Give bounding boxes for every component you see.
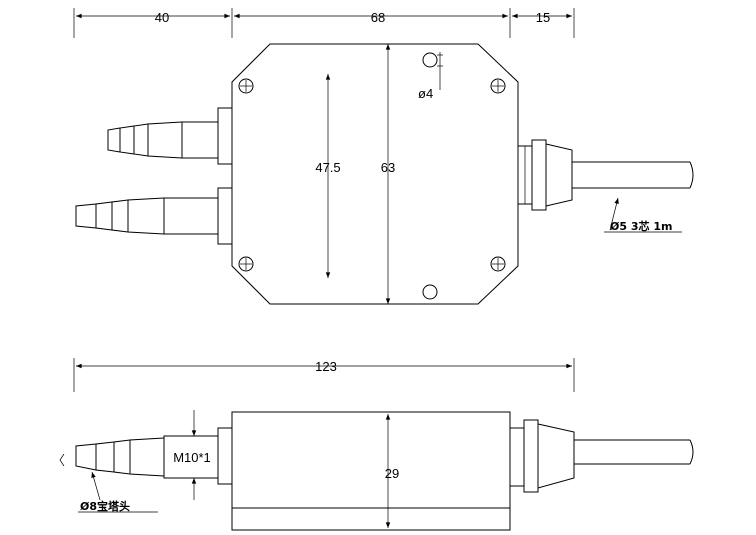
dim-label: 40	[155, 10, 169, 25]
dim-label: 123	[315, 359, 337, 374]
cable	[572, 161, 694, 189]
hole-diameter-label: ø4	[418, 86, 433, 101]
cable-gland	[517, 139, 573, 211]
pressure-nozzle-lower	[75, 187, 233, 245]
pressure-nozzle-upper	[107, 107, 233, 165]
mounting-hole	[422, 52, 438, 68]
housing-outline	[231, 43, 519, 305]
dim-label: 15	[536, 10, 550, 25]
cable-note: Ø5 3芯 1m	[610, 219, 672, 233]
cable-gland-side	[509, 419, 575, 493]
housing-side	[231, 411, 511, 531]
screw-icon	[238, 256, 254, 272]
dim-label: 63	[381, 160, 395, 175]
thread-label: M10*1	[173, 450, 211, 465]
mounting-hole	[422, 284, 438, 300]
pressure-nozzle-side	[59, 410, 233, 500]
screw-icon	[238, 78, 254, 94]
top-view: 40 68 15 47.5 63 ø4 Ø5 3芯 1m	[73, 8, 694, 305]
cable-side	[574, 439, 694, 465]
dim-label: 47.5	[315, 160, 340, 175]
nozzle-note: Ø8宝塔头	[80, 499, 130, 513]
dim-label: 68	[371, 10, 385, 25]
dim-label: 29	[385, 466, 399, 481]
screw-icon	[490, 256, 506, 272]
screw-icon	[490, 78, 506, 94]
side-view: 123 29 M10*1 Ø8宝塔头	[59, 358, 694, 531]
